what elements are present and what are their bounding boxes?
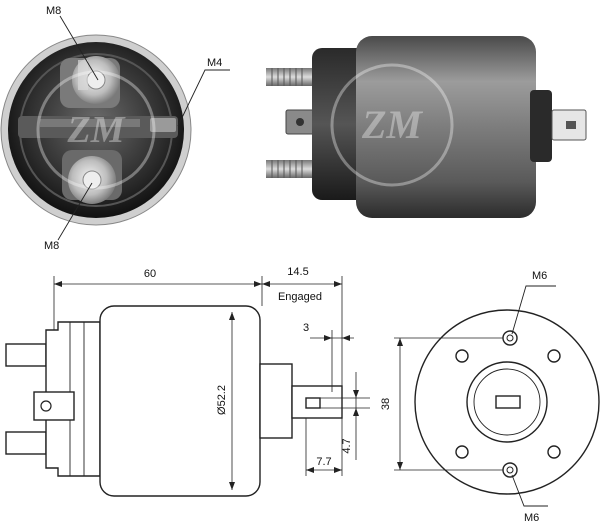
side-view-drawing: [5, 305, 343, 497]
drawing-lower-bolt: [5, 431, 47, 455]
side-view-photo: ZM: [266, 36, 587, 218]
top-terminal: [60, 56, 120, 108]
drawing-upper-bolt: [5, 343, 47, 367]
dim-slot-width: 4.7: [320, 372, 370, 460]
dim-3-text: 3: [303, 322, 309, 334]
dim-engaged-stroke: 14.5 Engaged: [262, 266, 343, 386]
svg-text:ZM: ZM: [361, 102, 423, 147]
watermark-logo: ZM: [36, 70, 156, 190]
front-plate: [530, 90, 552, 162]
hole-upper-right: [547, 349, 561, 363]
m4-stud: [150, 118, 176, 132]
drawing-body: [99, 305, 261, 497]
dim-52-2-text: Ø52.2: [216, 385, 228, 415]
bottom-terminal: [62, 150, 122, 204]
leader-m6-top: [511, 285, 556, 335]
dim-38-text: 38: [380, 398, 392, 410]
leader-m4: [177, 69, 230, 127]
leader-m8-top: [59, 15, 99, 81]
hole-lower-right: [547, 445, 561, 459]
solenoid-body: [356, 36, 536, 218]
dim-body-diameter: Ø52.2: [216, 312, 235, 490]
dim-engaged-text: Engaged: [278, 291, 322, 303]
dim-body-length: 60: [53, 268, 263, 330]
hole-upper-left: [455, 349, 469, 363]
drawing-plunger-slot: [305, 397, 321, 409]
label-m8-bottom: M8: [44, 240, 59, 252]
label-m6-top: M6: [532, 270, 547, 282]
dim-14-5-text: 14.5: [287, 266, 308, 278]
dim-plunger-offset: 7.7: [305, 418, 343, 476]
end-view-photo: ZM: [0, 34, 192, 226]
svg-text:ZM: ZM: [67, 109, 126, 151]
leader-m8-bottom: [57, 182, 93, 241]
front-view-drawing: [414, 309, 600, 495]
upper-bolt: [266, 68, 312, 86]
side-watermark-logo: ZM: [330, 63, 454, 187]
front-plunger-slot: [495, 395, 521, 409]
dim-4-7-text: 4.7: [341, 438, 353, 453]
label-m6-bottom: M6: [524, 512, 539, 524]
dim-plunger-step: 3: [303, 322, 354, 392]
leader-m6-bottom: [511, 474, 548, 507]
label-m8-top: M8: [46, 5, 61, 17]
drawing-front-ring: [259, 363, 293, 439]
dim-7-7-text: 7.7: [316, 456, 331, 468]
drawing-tab-terminal: [33, 391, 75, 421]
lower-bolt: [266, 160, 312, 178]
dim-hole-spacing: 38: [380, 337, 503, 471]
hole-lower-left: [455, 445, 469, 459]
label-m4: M4: [207, 57, 222, 69]
end-cap: [312, 48, 368, 200]
dim-60-text: 60: [144, 268, 156, 280]
